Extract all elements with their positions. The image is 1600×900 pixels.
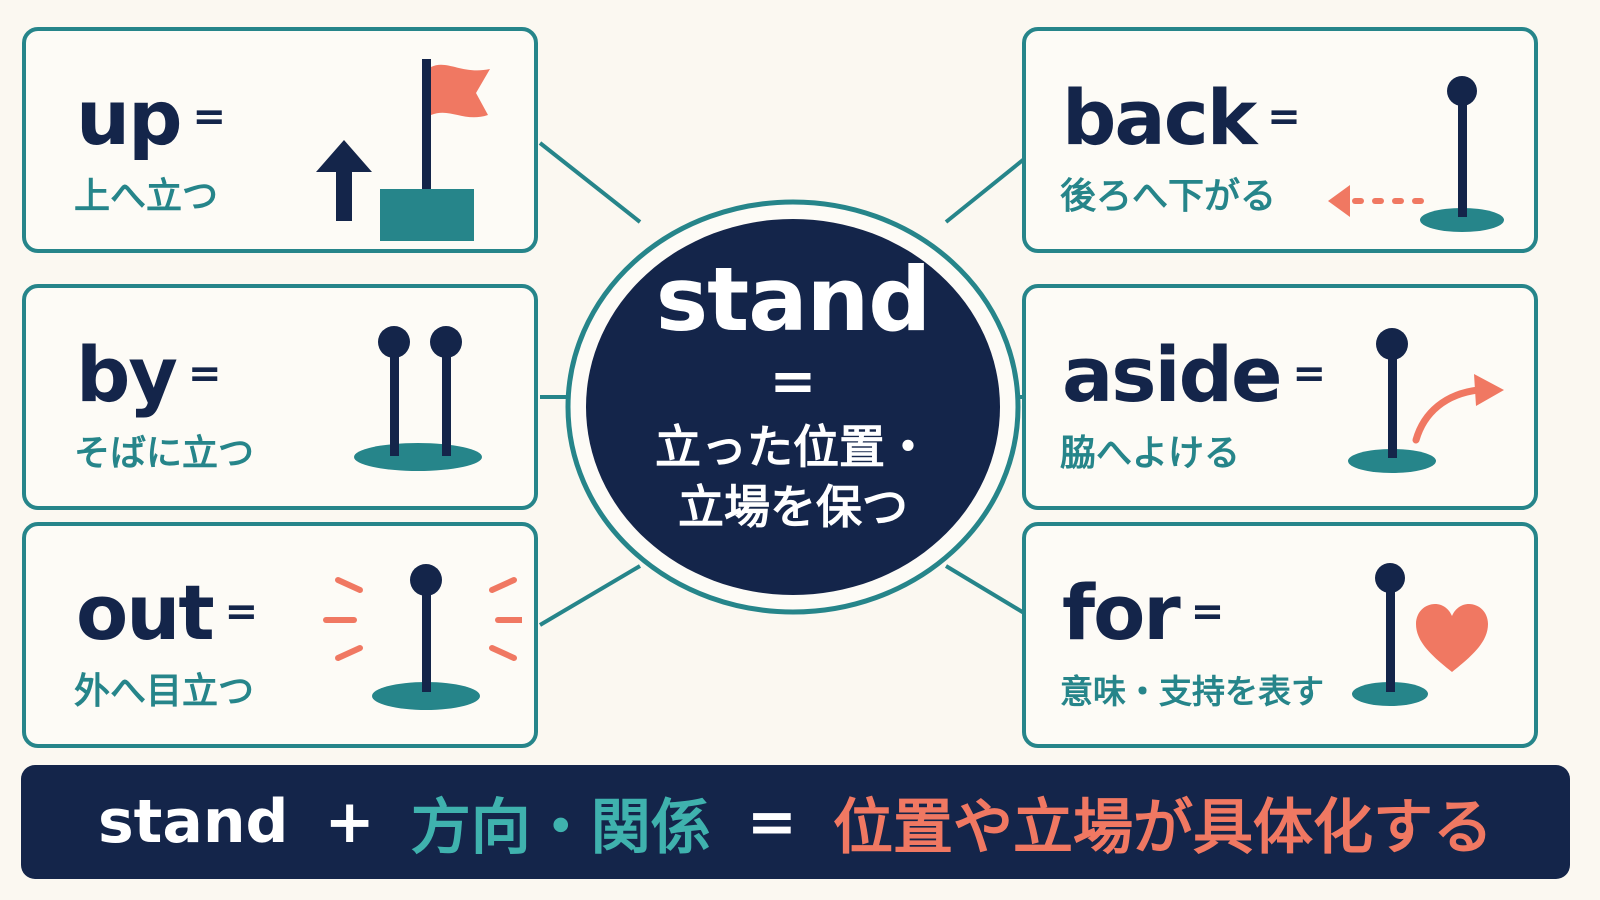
pin-with-heart-icon [1352,563,1488,706]
card-meaning: そばに立つ [74,433,255,474]
flag-on-block-with-up-arrow-icon [316,59,490,241]
card-word: up= [76,73,227,162]
center-hub-circle [565,199,1021,615]
formula-equals: = [746,787,798,857]
formula-term-stand: stand [97,787,289,857]
connector-up [538,141,642,224]
card-word: for= [1062,568,1225,657]
connector-out [538,564,642,627]
two-pins-side-by-side-icon [354,326,482,471]
pin-with-back-arrow-icon [1328,76,1504,232]
card-for: for= 意味・支持を表す [1022,522,1538,748]
card-word: aside= [1062,330,1327,419]
card-meaning: 上へ立つ [74,176,219,217]
center-meaning-line2: 立場を保つ [678,480,908,534]
center-equals: = [769,349,817,414]
pin-with-burst-lines-icon [323,564,522,710]
formula-result: 位置や立場が具体化する [833,792,1494,863]
card-out: out= 外へ目立つ [22,522,538,748]
card-aside: aside= 脇へよける [1022,284,1538,510]
card-up: up= 上へ立つ [22,27,538,253]
formula-bar: stand + 方向・関係 = 位置や立場が具体化する [21,765,1570,879]
pin-with-side-arrow-icon [1348,328,1504,473]
card-word: out= [76,568,259,657]
card-by: by= そばに立つ [22,284,538,510]
card-word: back= [1062,73,1301,162]
card-meaning: 脇へよける [1060,433,1241,474]
formula-term-direction-relation: 方向・関係 [410,792,711,863]
formula-plus: + [324,787,375,857]
card-meaning: 後ろへ下がる [1060,176,1277,217]
card-back: back= 後ろへ下がる [1022,27,1538,253]
card-word: by= [76,330,222,419]
card-meaning: 外へ目立つ [74,671,255,712]
card-meaning: 意味・支持を表す [1060,672,1324,711]
center-meaning-line1: 立った位置・ [655,420,931,474]
center-word: stand [655,248,931,351]
